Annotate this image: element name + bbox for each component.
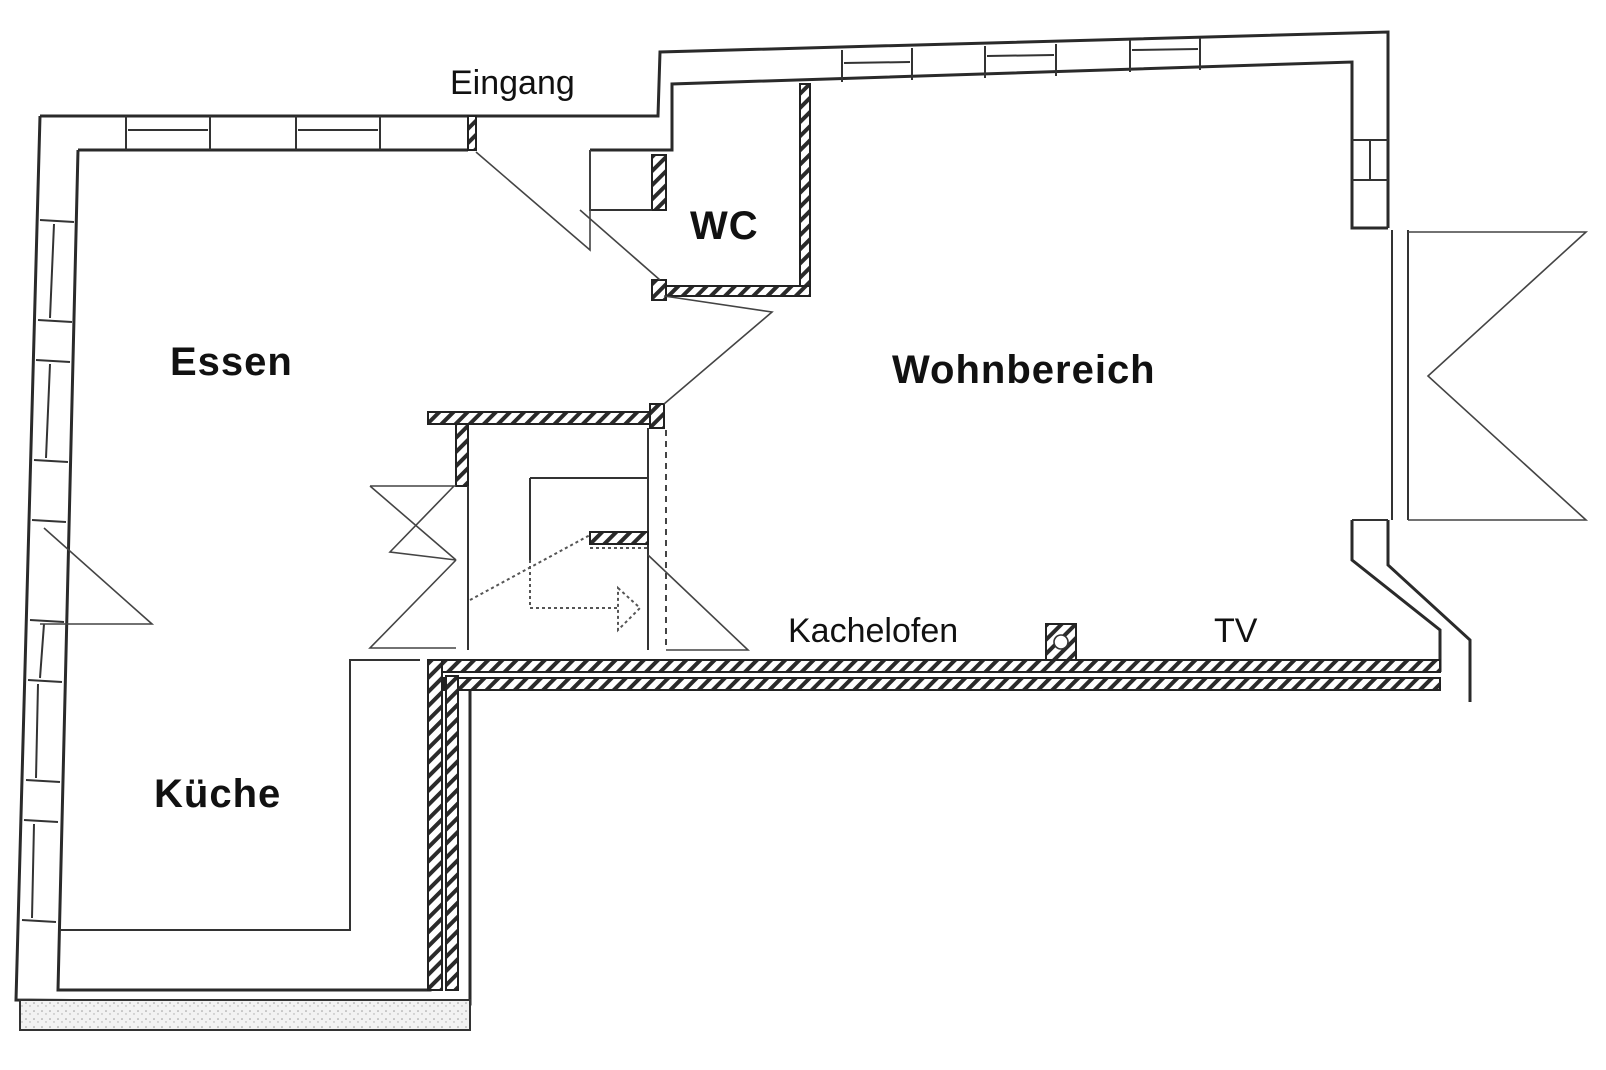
- interior-walls: [60, 83, 1441, 991]
- stove-label: Kachelofen: [788, 612, 959, 650]
- tv-label: TV: [1214, 612, 1258, 650]
- door-swings: [40, 150, 1589, 651]
- room-label-essen: Essen: [170, 340, 293, 384]
- outer-walls: [14, 30, 1472, 1031]
- room-label-kueche: Küche: [154, 772, 282, 816]
- entrance-label: Eingang: [450, 64, 575, 102]
- room-label-wohnbereich: Wohnbereich: [892, 348, 1156, 392]
- room-label-wc: WC: [690, 204, 759, 248]
